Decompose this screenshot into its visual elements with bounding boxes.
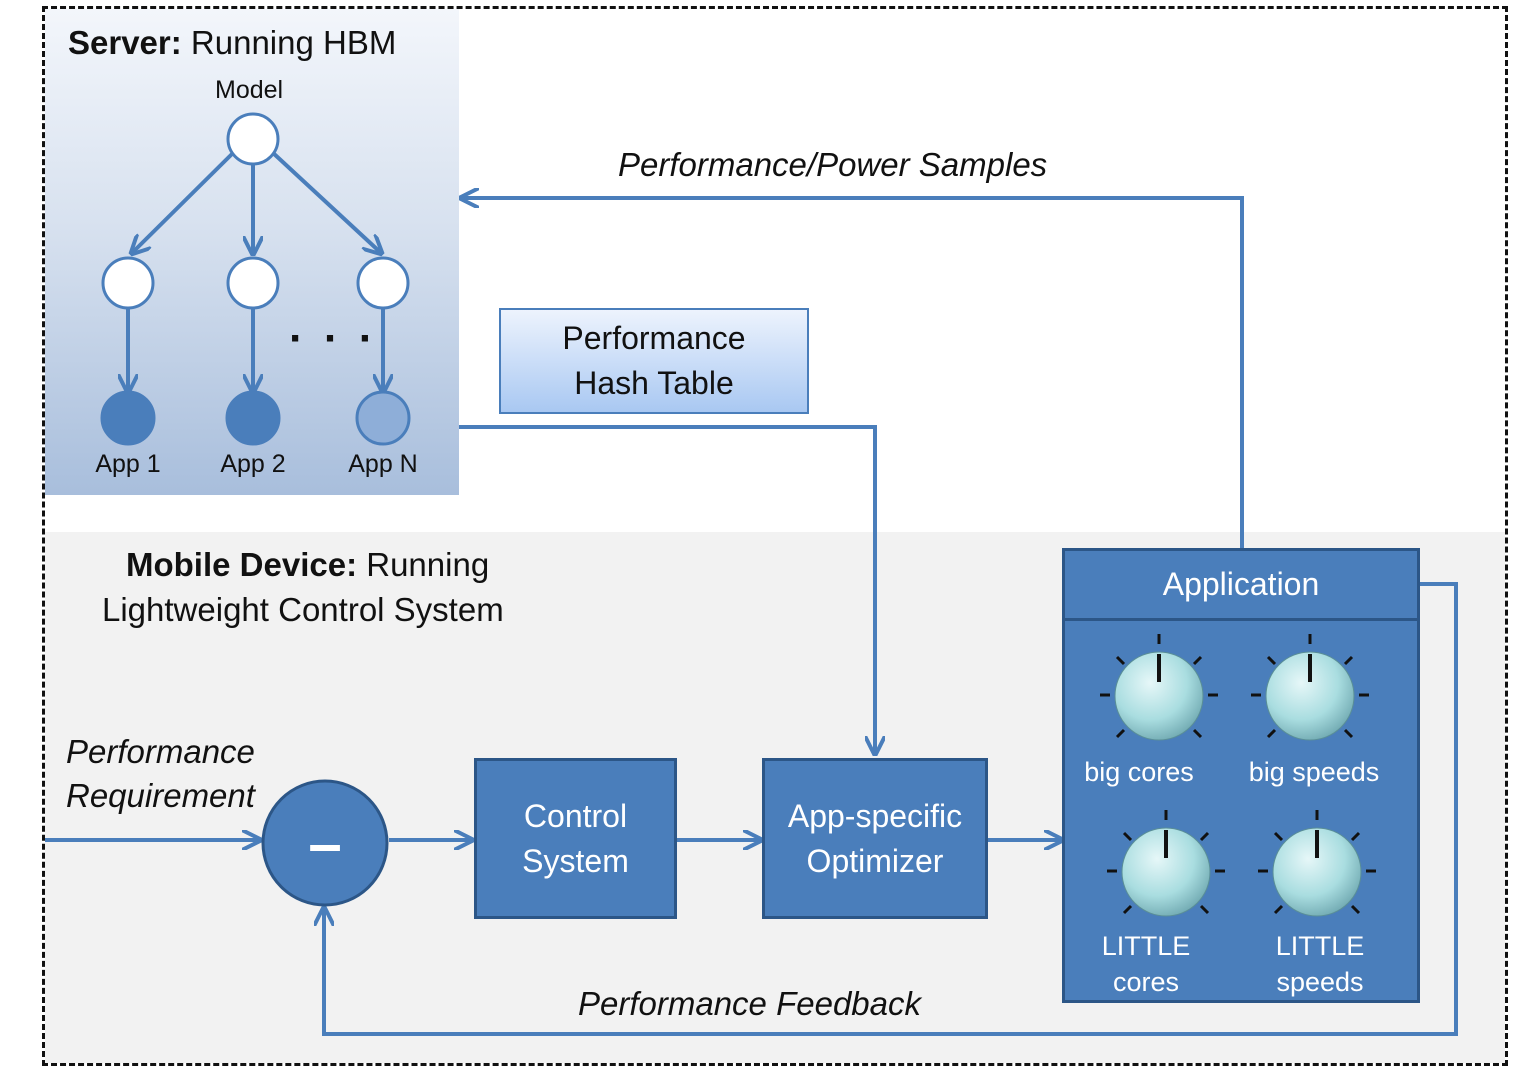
comparator-symbol: – (308, 809, 342, 877)
feedback-arrow (324, 582, 1458, 1036)
application-panel (1062, 548, 1420, 1003)
mobile-title-line2: Lightweight Control System (102, 591, 504, 628)
application-title: Application (1064, 551, 1418, 621)
model-node (226, 112, 280, 166)
knob-little-speeds (1258, 810, 1376, 917)
tree-node (101, 256, 155, 310)
tree-edge (270, 150, 380, 252)
hash-line1: Performance (562, 320, 746, 356)
optimizer-line2: Optimizer (806, 842, 944, 879)
knob-label-big-speeds: big speeds (1248, 757, 1380, 787)
app-label: App 2 (220, 450, 286, 478)
app-node (100, 390, 156, 446)
hash-line2: Hash Table (574, 365, 734, 401)
system-boundary (42, 6, 1508, 1066)
comparator-node (261, 779, 389, 907)
knob-little-cores (1107, 810, 1225, 917)
app-node (355, 390, 411, 446)
knobs-canvas (1100, 634, 1376, 917)
knob-label-big-cores: big cores (1084, 757, 1194, 787)
optimizer-line1: App-specific (787, 797, 963, 834)
tree-node (226, 256, 280, 310)
tree-node (356, 256, 410, 310)
control-line2: System (522, 842, 629, 879)
app-label: App N (348, 450, 418, 478)
server-title: Server: Running HBM (68, 24, 397, 61)
app-specific-optimizer-box: App-specific Optimizer (762, 758, 988, 919)
knob-big-speeds (1251, 634, 1369, 741)
hash-to-optimizer-arrow (459, 425, 875, 752)
samples-label: Performance/Power Samples (618, 146, 1048, 183)
model-label: Model (215, 76, 284, 104)
feedback-label: Performance Feedback (578, 985, 922, 1022)
ellipsis: · · · (289, 314, 378, 363)
app-label: App 1 (95, 450, 161, 478)
mobile-title: Mobile Device: Running (126, 546, 490, 583)
requirement-label-line2: Requirement (66, 777, 255, 814)
knob-big-cores (1100, 634, 1218, 741)
control-line1: Control (523, 797, 628, 834)
app-node (225, 390, 281, 446)
control-system-box: Control System (474, 758, 677, 919)
performance-hash-table: Performance Hash Table (499, 308, 809, 414)
samples-arrow (463, 198, 1244, 548)
tree-edge (133, 150, 236, 252)
requirement-label-line1: Performance (66, 733, 255, 770)
